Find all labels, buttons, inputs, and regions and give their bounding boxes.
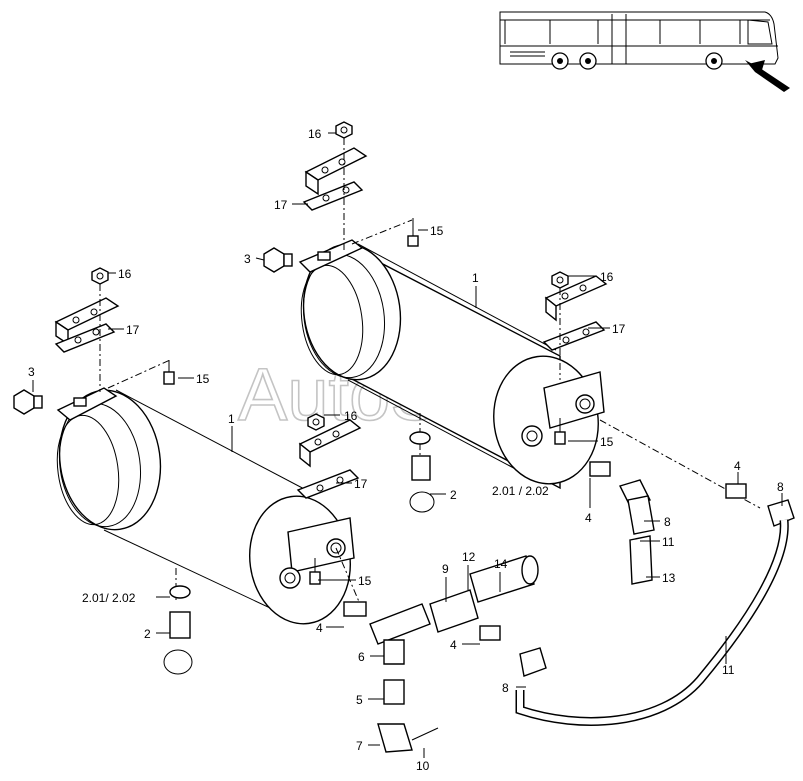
callout-14: 14 — [494, 557, 508, 571]
callout-11b: 11 — [722, 663, 735, 677]
bracket-set-lower-right — [296, 413, 362, 499]
callout-17d: 17 — [354, 477, 368, 491]
callout-17b: 17 — [126, 323, 140, 337]
callout-2-01b: 2.01/ 2.02 — [82, 591, 136, 605]
callout-4c: 4 — [316, 621, 323, 635]
drain-plug-icon — [13, 247, 293, 415]
callout-17a: 17 — [274, 198, 288, 212]
bracket-set-upper-right — [542, 271, 608, 380]
callout-16d: 16 — [344, 409, 358, 423]
callout-8b: 8 — [664, 515, 671, 529]
callout-labels: 16 17 15 3 1 16 17 16 17 3 15 1 16 17 15… — [28, 127, 784, 773]
callout-9: 9 — [442, 562, 449, 576]
fitting-icon — [343, 461, 795, 677]
callout-5: 5 — [356, 693, 363, 707]
bracket-set-upper-left — [302, 121, 368, 250]
callout-3b: 3 — [28, 365, 35, 379]
callout-15c: 15 — [600, 435, 614, 449]
callout-17c: 17 — [612, 322, 626, 336]
bus-locator-icon — [499, 11, 790, 92]
drain-valve-icon — [163, 431, 435, 675]
callout-1b: 1 — [228, 412, 235, 426]
callout-15a: 15 — [430, 224, 444, 238]
callout-2b: 2 — [144, 627, 151, 641]
air-tank-upper — [298, 239, 605, 490]
callout-4d: 4 — [450, 638, 457, 652]
callout-8a: 8 — [777, 480, 784, 494]
pipe-icon — [515, 495, 789, 726]
callout-11a: 11 — [662, 535, 675, 549]
air-filter-icon — [429, 555, 539, 633]
bracket-set-lower-left — [54, 267, 120, 392]
callout-12: 12 — [462, 550, 476, 564]
tee-connector-icon — [369, 603, 439, 753]
callout-16c: 16 — [600, 270, 614, 284]
callout-7: 7 — [356, 739, 363, 753]
callout-4a: 4 — [585, 511, 592, 525]
callout-1a: 1 — [472, 271, 479, 285]
callout-13: 13 — [662, 571, 676, 585]
callout-2a: 2 — [450, 488, 457, 502]
callout-16b: 16 — [118, 267, 132, 281]
callout-15d: 15 — [358, 574, 372, 588]
callout-2-01a: 2.01 / 2.02 — [492, 484, 549, 498]
air-tank-lower — [56, 387, 355, 625]
callout-6: 6 — [358, 650, 365, 664]
callout-4b: 4 — [734, 459, 741, 473]
callout-8c: 8 — [502, 681, 509, 695]
callout-3a: 3 — [244, 252, 251, 266]
callout-10: 10 — [416, 759, 430, 773]
callout-leaders — [32, 132, 783, 758]
callout-15b: 15 — [196, 372, 210, 386]
screw-icon — [163, 218, 566, 585]
callout-16a: 16 — [308, 127, 322, 141]
